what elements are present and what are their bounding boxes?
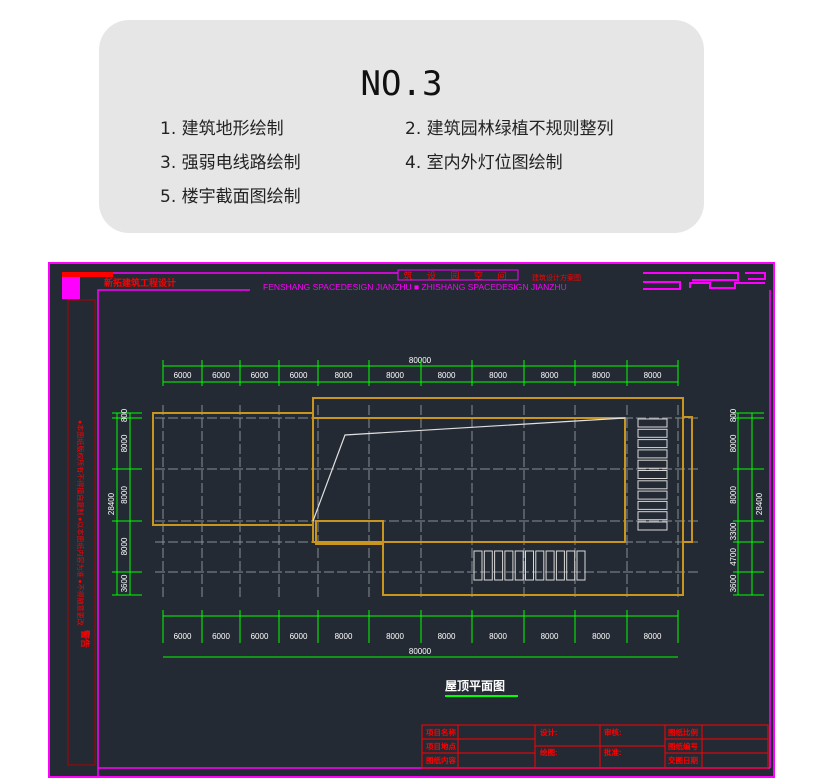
- list-item: 4. 室内外灯位图绘制: [405, 153, 563, 173]
- dimension-label: 8000: [120, 537, 129, 555]
- stair-step: [637, 511, 668, 521]
- dimension-label: 6000: [251, 632, 269, 641]
- stair-step: [637, 480, 668, 490]
- header-box: [397, 269, 519, 281]
- tb-project-site: 项目地点: [426, 741, 456, 751]
- header-right-text: 建筑设计方案图: [532, 273, 581, 282]
- stair-step: [637, 490, 668, 500]
- list-item: 3. 强弱电线路绘制: [160, 153, 301, 173]
- tb-review: 审核:: [604, 727, 622, 737]
- header-box-text: 筑 设 园 空 间: [403, 270, 512, 281]
- dimension-label: 8000: [644, 632, 662, 641]
- dimension-total-label: 80000: [409, 647, 432, 656]
- dimension-label: 8000: [386, 632, 404, 641]
- list-item: 5. 楼宇截面图绘制: [160, 187, 301, 207]
- parking-slot: [535, 550, 545, 581]
- dimension-label: 3600: [729, 574, 738, 592]
- dimension-label: 3600: [120, 574, 129, 592]
- dimension-label: 8000: [644, 371, 662, 380]
- dimension-label: 6000: [290, 632, 308, 641]
- side-warning: 警告: [80, 630, 91, 648]
- parking-slot: [473, 550, 483, 581]
- side-note-box: [67, 299, 96, 766]
- dimension-label: 8000: [489, 632, 507, 641]
- dimension-label: 6000: [251, 371, 269, 380]
- tb-drawing-content: 图纸内容: [426, 755, 456, 765]
- dimension-label: 8000: [120, 486, 129, 504]
- inner-roof-outline: [312, 417, 626, 543]
- dimension-label: 6000: [174, 371, 192, 380]
- dimension-label: 8000: [592, 632, 610, 641]
- tb-drawn: 绘图:: [540, 747, 558, 757]
- title-block: [421, 724, 769, 769]
- dimension-label: 8000: [438, 371, 456, 380]
- plan-title: 屋顶平面图: [445, 679, 505, 693]
- stair-step: [637, 418, 668, 428]
- dimension-label: 800: [120, 408, 129, 422]
- dimension-label: 8000: [335, 632, 353, 641]
- dimension-label: 4700: [729, 548, 738, 566]
- dimension-label: 8000: [438, 632, 456, 641]
- tb-project-name: 项目名称: [426, 727, 456, 737]
- stair-step: [637, 521, 668, 531]
- dimension-label: 8000: [729, 434, 738, 452]
- dimension-label: 8000: [335, 371, 353, 380]
- info-card: NO.3 1. 建筑地形绘制 2. 建筑园林绿植不规则整列 3. 强弱电线路绘制…: [99, 20, 704, 233]
- tb-design: 设计:: [540, 727, 558, 737]
- small-block-outline: [315, 520, 384, 545]
- dimension-total-label: 80000: [409, 356, 432, 365]
- dimension-label: 800: [729, 408, 738, 422]
- stair-step: [637, 459, 668, 469]
- list-item: 2. 建筑园林绿植不规则整列: [405, 119, 614, 139]
- dimension-label: 8000: [592, 371, 610, 380]
- stair-step: [637, 500, 668, 510]
- tb-number: 图纸编号: [668, 741, 698, 751]
- parking-slot: [494, 550, 504, 581]
- dimension-label: 8000: [541, 371, 559, 380]
- dimension-label: 3300: [729, 522, 738, 540]
- parking-slot: [483, 550, 493, 581]
- stair-step: [637, 449, 668, 459]
- parking-slot: [514, 550, 524, 581]
- tb-approve: 批准:: [604, 747, 622, 757]
- dimension-label: 8000: [120, 434, 129, 452]
- right-strip-outline: [682, 416, 693, 543]
- outer-frame: [48, 262, 775, 778]
- inner-frame: [97, 289, 250, 776]
- parking-slot: [525, 550, 534, 581]
- parking-slot: [545, 550, 555, 581]
- dimension-label: 6000: [174, 632, 192, 641]
- roof-slope-line: [312, 417, 626, 522]
- parking-slot: [555, 550, 565, 581]
- dimension-total-label: 28400: [107, 492, 116, 515]
- parking-slot: [576, 550, 586, 581]
- red-bar: [62, 272, 113, 277]
- stair-step: [637, 470, 668, 479]
- parking-slot: [504, 550, 514, 581]
- card-title: NO.3: [360, 64, 443, 104]
- tb-date: 交图日期: [668, 755, 698, 765]
- dimension-label: 8000: [489, 371, 507, 380]
- cad-drawing: 新拓建筑工程设计 筑 设 园 空 间 建筑设计方案图 FENSHANG SPAC…: [48, 262, 775, 778]
- logo-square: [62, 277, 80, 299]
- parking-slot: [566, 550, 576, 581]
- stair-step: [637, 439, 668, 449]
- dimension-label: 6000: [212, 632, 230, 641]
- dimension-total-label: 28400: [755, 492, 764, 515]
- dimension-label: 8000: [386, 371, 404, 380]
- banner-text: FENSHANG SPACEDESIGN JIANZHU ■ ZHISHANG …: [263, 282, 567, 292]
- tb-scale: 图纸比例: [668, 727, 698, 737]
- ornament: [643, 272, 766, 290]
- dimension-label: 6000: [212, 371, 230, 380]
- side-note: ●本图纸版权所有不得擅自复制 ●以本图纸内容为准 ●不得随意更改: [76, 420, 85, 626]
- list-item: 1. 建筑地形绘制: [160, 119, 284, 139]
- stair-step: [637, 428, 668, 438]
- company-name: 新拓建筑工程设计: [104, 277, 176, 288]
- dimension-label: 8000: [729, 486, 738, 504]
- dimension-label: 8000: [541, 632, 559, 641]
- dimension-label: 6000: [290, 371, 308, 380]
